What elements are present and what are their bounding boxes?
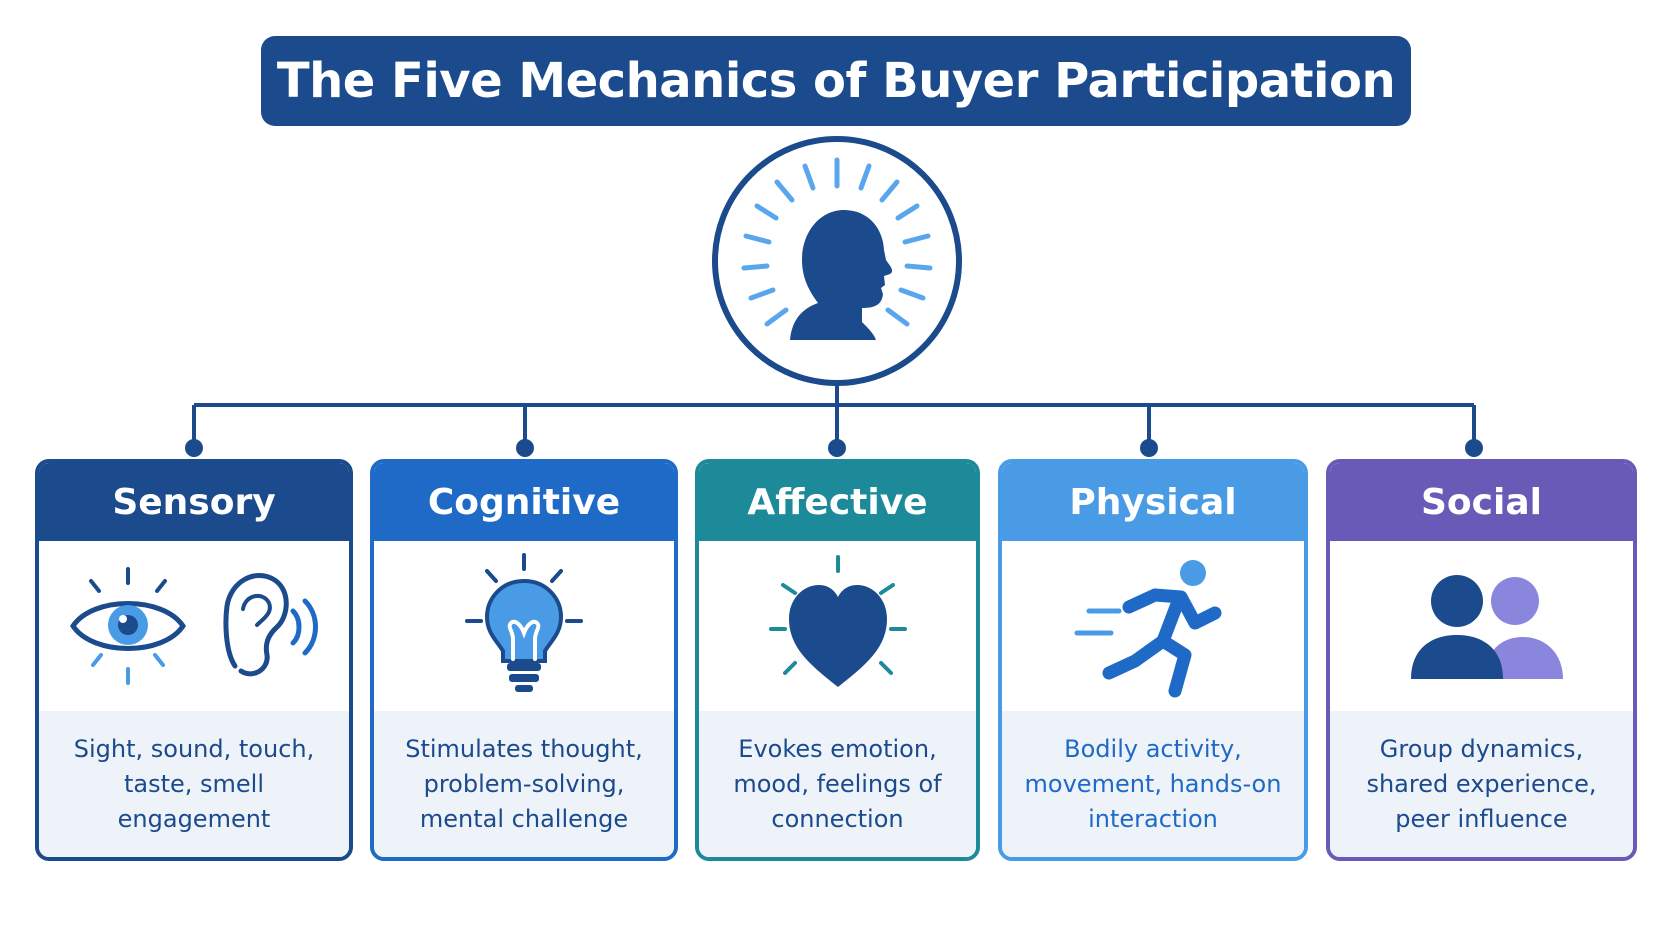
card-cognitive: Cognitive Stimulates thought, problem-so… <box>370 459 678 861</box>
card-description: Bodily activity, movement, hands-on inte… <box>1002 711 1304 857</box>
card-heading: Affective <box>747 481 928 523</box>
connector-node-social <box>1465 439 1483 457</box>
card-icon-area <box>1330 541 1633 711</box>
card-physical: Physical Bodily activity, movement, hand… <box>998 459 1308 861</box>
ear-icon <box>223 573 318 677</box>
card-header: Cognitive <box>374 463 674 541</box>
heart-icon <box>768 555 907 687</box>
connector-node-cognitive <box>516 439 534 457</box>
card-sensory: Sensory Sight, sound, touch, ta <box>35 459 353 861</box>
card-description: Sight, sound, touch, taste, smell engage… <box>39 711 349 857</box>
card-icon-area <box>374 541 674 711</box>
running-person-icon <box>1074 560 1222 698</box>
card-heading: Social <box>1421 481 1542 523</box>
connector-node-affective <box>828 439 846 457</box>
card-affective: Affective Evokes emotion, mood, feelings… <box>695 459 980 861</box>
card-description: Group dynamics, shared experience, peer … <box>1330 711 1633 857</box>
card-icon-area <box>1002 541 1304 711</box>
card-icon-area <box>39 541 349 711</box>
title-banner: The Five Mechanics of Buyer Participatio… <box>261 36 1411 126</box>
lightbulb-icon <box>465 553 583 692</box>
card-heading: Cognitive <box>427 481 621 523</box>
card-heading: Physical <box>1069 481 1237 523</box>
card-description: Stimulates thought, problem-solving, men… <box>374 711 674 857</box>
card-header: Affective <box>699 463 976 541</box>
card-description: Evokes emotion, mood, feelings of connec… <box>699 711 976 857</box>
card-header: Social <box>1330 463 1633 541</box>
diagram-title: The Five Mechanics of Buyer Participatio… <box>276 53 1396 109</box>
connector-node-physical <box>1140 439 1158 457</box>
card-icon-area <box>699 541 976 711</box>
eye-icon <box>69 567 187 685</box>
head-profile-radiating-icon <box>741 157 933 340</box>
card-heading: Sensory <box>112 481 276 523</box>
card-social: Social Group dynamics, shared experience… <box>1326 459 1637 861</box>
people-group-icon <box>1410 575 1563 679</box>
card-header: Physical <box>1002 463 1304 541</box>
card-header: Sensory <box>39 463 349 541</box>
buyer-hub <box>712 136 962 386</box>
connector-node-sensory <box>185 439 203 457</box>
